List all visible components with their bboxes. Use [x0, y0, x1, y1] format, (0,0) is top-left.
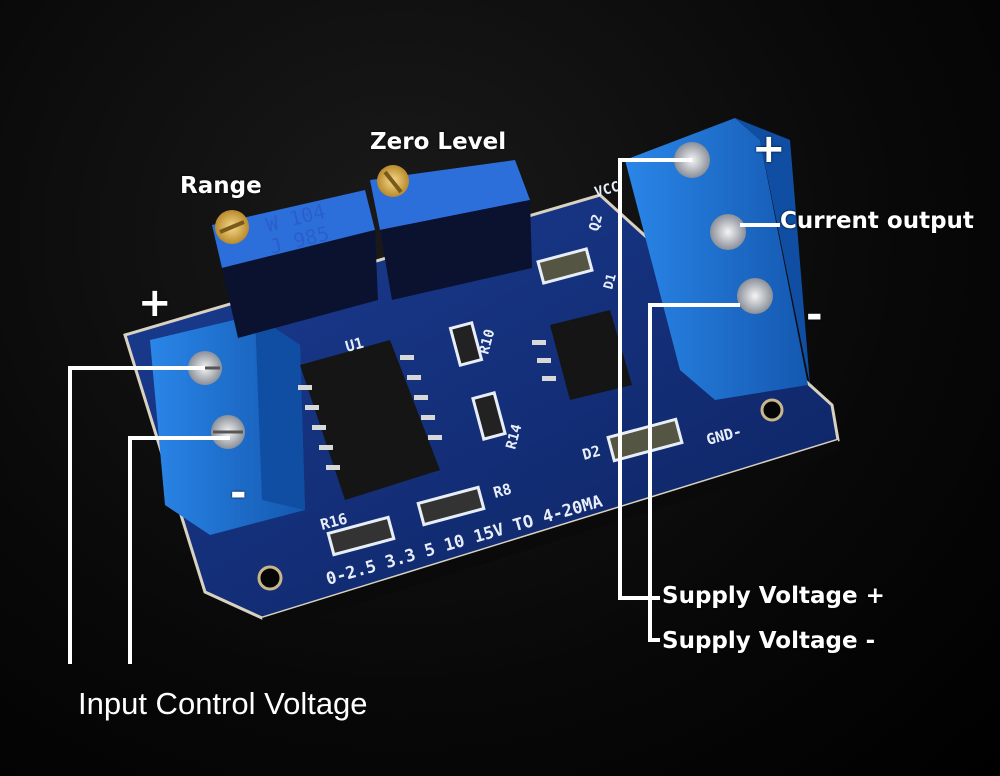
input-terminal-block: [150, 315, 305, 535]
silk-vcc: VCC: [593, 179, 622, 201]
silk-u1: U1: [343, 334, 365, 356]
screw-icon: [710, 214, 746, 250]
resistor-r8: [416, 485, 486, 527]
board-edge: [262, 440, 838, 632]
silk-q2: Q2: [586, 213, 606, 233]
label-supply-plus: Supply Voltage +: [662, 583, 885, 609]
range-potentiometer: W 104 J 985: [212, 190, 378, 338]
mounting-hole: [760, 398, 784, 422]
screw-icon: [737, 278, 773, 314]
label-input-minus: -: [230, 470, 247, 516]
mounting-hole: [257, 565, 283, 591]
label-zero-level: Zero Level: [370, 129, 507, 155]
zero-level-potentiometer: [370, 160, 532, 300]
silk-d1: D1: [601, 272, 620, 291]
resistor-r10: [448, 320, 484, 368]
silk-d2: D2: [580, 442, 602, 464]
label-range: Range: [180, 173, 262, 199]
silk-r14: R14: [503, 422, 525, 451]
ic-op-amp: [532, 310, 632, 400]
label-output-minus: -: [806, 292, 823, 338]
annotation-lines: [68, 158, 780, 664]
led-d1: [536, 247, 594, 285]
silk-r10: R10: [476, 327, 498, 356]
label-output-plus: +: [752, 126, 786, 172]
resistor-r14: [471, 391, 507, 441]
silk-r8: R8: [491, 480, 513, 502]
resistor-r16: [326, 515, 396, 557]
label-input-control-voltage: Input Control Voltage: [78, 686, 368, 721]
ic-u1: [298, 340, 442, 500]
label-input-plus: +: [138, 280, 172, 326]
label-current-output: Current output: [780, 208, 974, 234]
label-supply-minus: Supply Voltage -: [662, 628, 876, 654]
